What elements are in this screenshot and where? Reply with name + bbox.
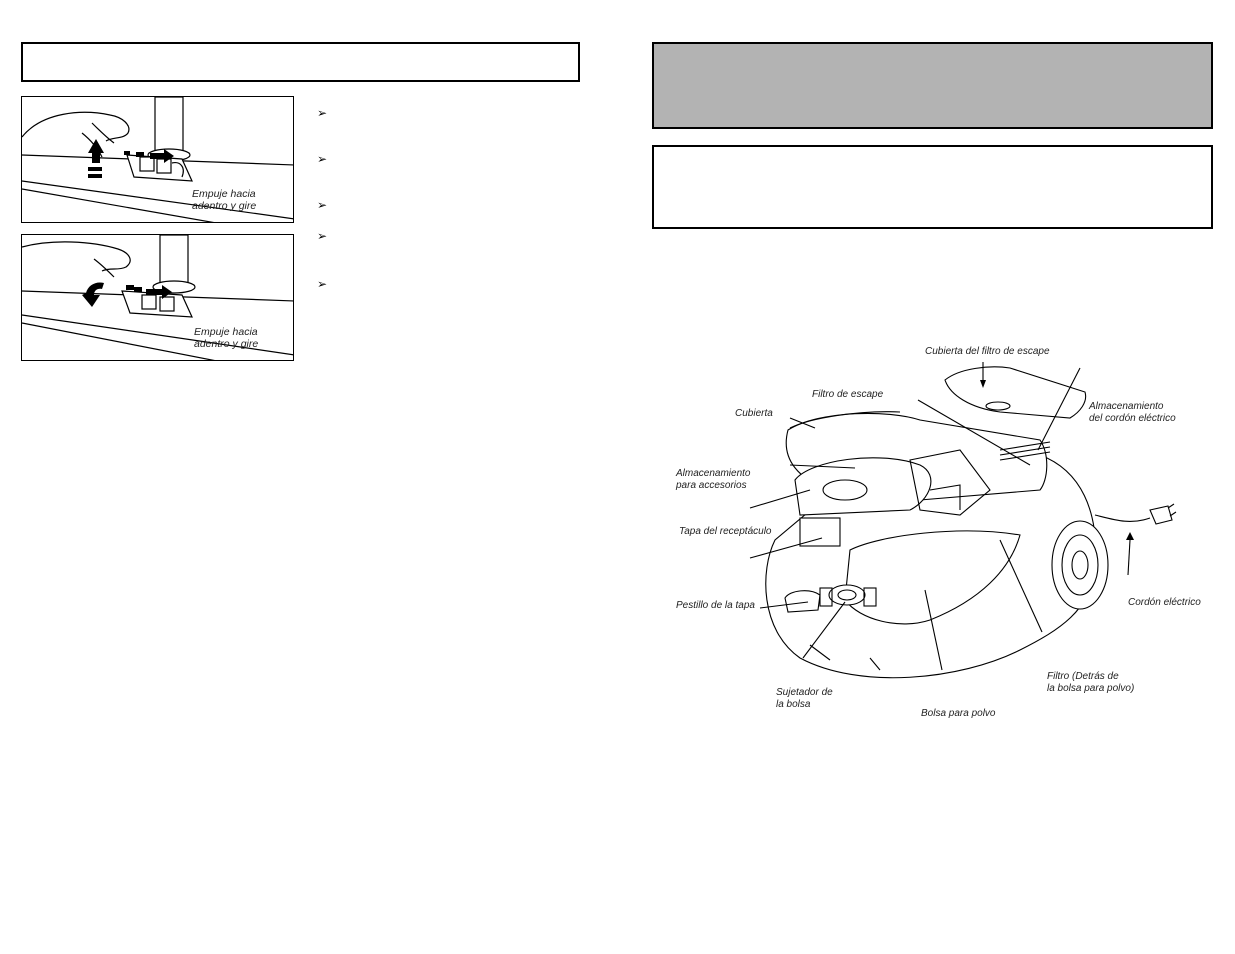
label-tool-storage-line2: para accesorios <box>676 480 747 491</box>
bullet-5: ➢ <box>317 277 328 291</box>
label-cord-storage-line2: del cordón eléctrico <box>1089 413 1176 424</box>
label-power-cord: Cordón eléctrico <box>1128 597 1201 608</box>
label-cord-storage-line1: Almacenamiento <box>1089 401 1164 412</box>
illustration-panel-top: Empuje hacia adentro y gire <box>21 96 294 223</box>
illustration-panel-bottom: Empuje hacia adentro y gire <box>21 234 294 361</box>
right-section-note-box <box>652 145 1213 229</box>
bullet-2: ➢ <box>317 152 328 166</box>
label-tool-storage-line1: Almacenamiento <box>676 468 751 479</box>
caption-bottom: Empuje hacia adentro y gire <box>194 326 258 350</box>
left-section-title-box <box>21 42 580 82</box>
label-exhaust-filter: Filtro de escape <box>812 389 884 400</box>
caption-top-line2: adentro y gire <box>192 200 257 212</box>
hand-push-turn-down-illustration <box>22 235 293 360</box>
caption-top-line1: Empuje hacia <box>192 188 256 200</box>
label-cord-storage: Almacenamiento del cordón eléctrico <box>1089 401 1176 425</box>
label-bag-holder: Sujetador de la bolsa <box>776 687 833 711</box>
bullet-3: ➢ <box>317 198 328 212</box>
label-exhaust-filter-cover: Cubierta del filtro de escape <box>925 346 1050 357</box>
bullet-4: ➢ <box>317 229 328 243</box>
label-filter: Filtro (Detrás de la bolsa para polvo) <box>1047 671 1134 695</box>
caption-bottom-line1: Empuje hacia <box>194 326 258 338</box>
label-receptacle-lid: Tapa del receptáculo <box>679 526 772 537</box>
caption-top: Empuje hacia adentro y gire <box>192 188 256 212</box>
label-lid-latch: Pestillo de la tapa <box>676 600 755 611</box>
vacuum-cleaner-diagram <box>749 362 1177 679</box>
bullet-1: ➢ <box>317 106 328 120</box>
right-section-header-box <box>652 42 1213 129</box>
hand-push-turn-up-illustration <box>22 97 293 222</box>
label-bag-holder-line1: Sujetador de <box>776 687 833 698</box>
caption-bottom-line2: adentro y gire <box>194 338 259 350</box>
label-cover: Cubierta <box>735 408 773 419</box>
label-dust-bag: Bolsa para polvo <box>921 708 996 719</box>
label-filter-line1: Filtro (Detrás de <box>1047 671 1119 682</box>
label-bag-holder-line2: la bolsa <box>776 699 811 710</box>
label-tool-storage: Almacenamiento para accesorios <box>676 468 750 492</box>
label-filter-line2: la bolsa para polvo) <box>1047 683 1135 694</box>
